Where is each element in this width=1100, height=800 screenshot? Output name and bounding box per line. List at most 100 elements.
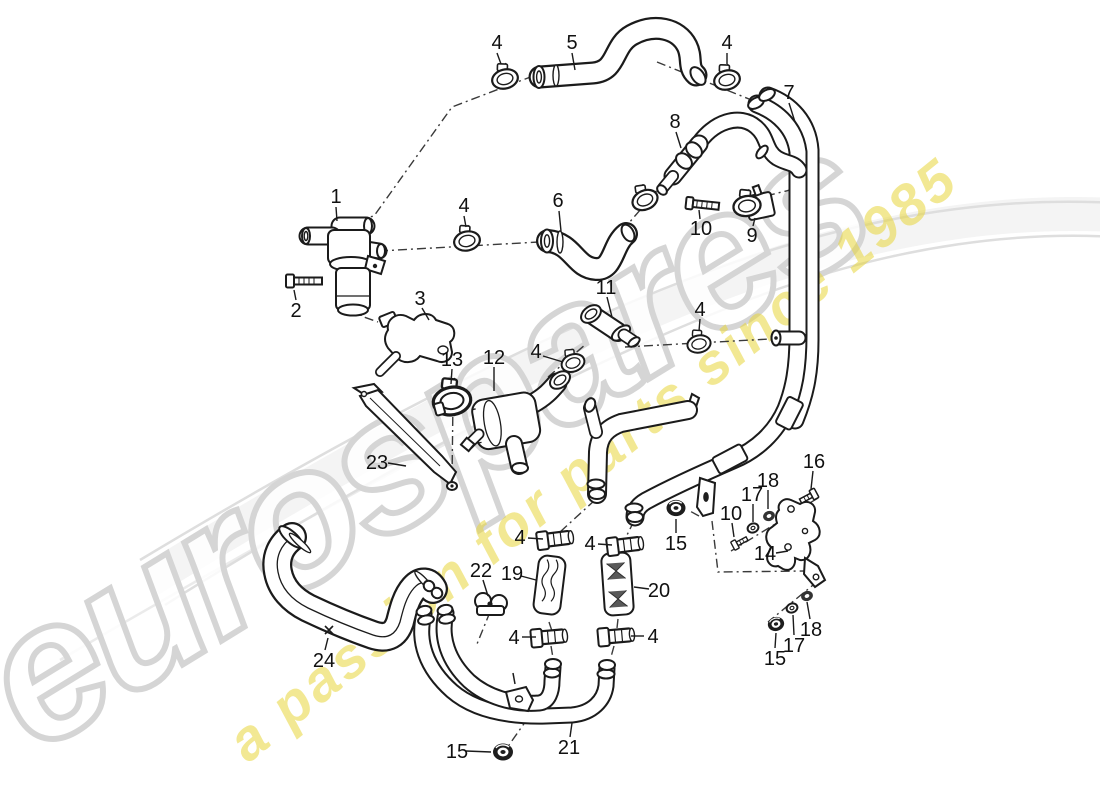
callout-leader-line [698, 209, 701, 220]
part-callout-15[interactable]: 15 [764, 632, 786, 670]
part-callout-22[interactable]: 22 [470, 560, 492, 597]
callout-number: 21 [558, 737, 580, 759]
callout-number: 3 [414, 288, 425, 310]
part-callout-17[interactable]: 17 [741, 484, 763, 522]
part-17-washer-upper [745, 520, 761, 536]
part-1-valve [298, 216, 388, 317]
callout-leader-line [774, 632, 777, 649]
callout-leader-line [597, 543, 613, 546]
callout-number: 23 [366, 452, 388, 474]
callout-leader-line [731, 522, 735, 538]
part-20-sleeve [600, 551, 635, 617]
part-callout-5[interactable]: 5 [566, 32, 578, 71]
part-4-clamp [709, 59, 744, 94]
part-callout-4[interactable]: 4 [584, 533, 613, 555]
callout-leader-line [810, 470, 814, 490]
callout-number: 5 [566, 32, 577, 54]
callout-number: 8 [669, 111, 680, 133]
part-callout-4[interactable]: 4 [458, 195, 470, 228]
part-callout-4[interactable]: 4 [694, 299, 706, 332]
part-6-hose [536, 222, 638, 281]
callout-number: 15 [764, 648, 786, 670]
part-15-grommet-top [665, 499, 687, 517]
callout-number: 15 [446, 741, 468, 763]
callout-leader-line [752, 217, 756, 227]
callout-number: 12 [483, 347, 505, 369]
callout-number: 20 [648, 580, 670, 602]
part-callout-4[interactable]: 4 [530, 341, 564, 363]
callout-number: 14 [754, 543, 776, 565]
callout-number: 1 [330, 186, 341, 208]
callout-number: 19 [501, 563, 523, 585]
part-callout-1[interactable]: 1 [330, 186, 342, 222]
part-19-sleeve [532, 554, 567, 616]
part-callout-24[interactable]: 24 [313, 637, 335, 672]
part-callout-21[interactable]: 21 [558, 722, 580, 759]
part-24-hose [262, 522, 448, 652]
callout-leader-line [324, 637, 329, 651]
part-15-grommet-bottom [492, 742, 514, 762]
part-callout-2[interactable]: 2 [290, 289, 302, 322]
part-callout-7[interactable]: 7 [783, 82, 796, 123]
part-callout-4[interactable]: 4 [491, 32, 503, 65]
callout-leader-line [293, 289, 297, 301]
callout-leader-line [571, 52, 576, 71]
part-callout-16[interactable]: 16 [803, 451, 825, 490]
part-callout-8[interactable]: 8 [669, 111, 682, 149]
part-5-hose [528, 17, 708, 89]
part-9-clamp-bracket [729, 183, 776, 221]
part-callout-12[interactable]: 12 [483, 347, 505, 391]
part-callout-3[interactable]: 3 [414, 288, 430, 321]
part-callout-10[interactable]: 10 [720, 503, 742, 538]
callout-leader-line [465, 750, 492, 753]
part-12-pump [459, 370, 571, 475]
part-callout-4[interactable]: 4 [514, 527, 544, 549]
part-callout-18[interactable]: 18 [757, 470, 779, 509]
part-13-clamp [427, 372, 475, 420]
callout-number: 4 [584, 533, 595, 555]
part-callout-9[interactable]: 9 [746, 217, 758, 247]
parts-drawing [262, 17, 827, 762]
part-callout-4[interactable]: 4 [508, 627, 536, 649]
part-callout-4[interactable]: 4 [631, 626, 659, 648]
part-15-grommet-right [765, 614, 787, 634]
callout-number: 10 [720, 503, 742, 525]
part-7-branch-pipe [583, 397, 698, 504]
part-callout-17[interactable]: 17 [783, 614, 805, 657]
part-callout-15[interactable]: 15 [665, 519, 687, 555]
callout-leader-line [520, 575, 537, 581]
part-18-washer-upper [761, 509, 777, 523]
callout-number: 22 [470, 560, 492, 582]
callout-number: 18 [757, 470, 779, 492]
part-10-bolt-top [684, 195, 721, 211]
callout-leader-line [527, 537, 544, 540]
callout-leader-line [558, 210, 562, 232]
part-callout-6[interactable]: 6 [552, 190, 564, 232]
part-7-pipe-assembly [624, 86, 820, 527]
part-callout-10[interactable]: 10 [690, 209, 712, 240]
callout-number: 4 [694, 299, 705, 321]
callout-leader-line [698, 318, 701, 332]
part-callout-14[interactable]: 14 [754, 543, 789, 565]
callout-number: 16 [803, 451, 825, 473]
part-callout-19[interactable]: 19 [501, 563, 537, 585]
part-4-clamp [487, 58, 522, 93]
callout-number: 4 [530, 341, 541, 363]
callout-leader-line [421, 307, 430, 321]
part-17-washer-lower [784, 600, 800, 616]
part-callout-4[interactable]: 4 [721, 32, 733, 64]
part-8-connector [656, 111, 808, 196]
callout-leader-line [387, 462, 407, 467]
callout-leader-line [775, 550, 789, 554]
callout-number: 4 [458, 195, 469, 217]
part-callout-18[interactable]: 18 [800, 601, 822, 641]
callout-number: 4 [647, 626, 658, 648]
callout-number: 13 [441, 349, 463, 371]
part-callout-15[interactable]: 15 [446, 741, 492, 763]
part-callout-11[interactable]: 11 [596, 277, 617, 318]
callout-leader-line [450, 368, 453, 385]
part-callout-13[interactable]: 13 [441, 349, 463, 385]
part-callout-20[interactable]: 20 [633, 580, 670, 602]
part-callout-23[interactable]: 23 [366, 452, 407, 474]
